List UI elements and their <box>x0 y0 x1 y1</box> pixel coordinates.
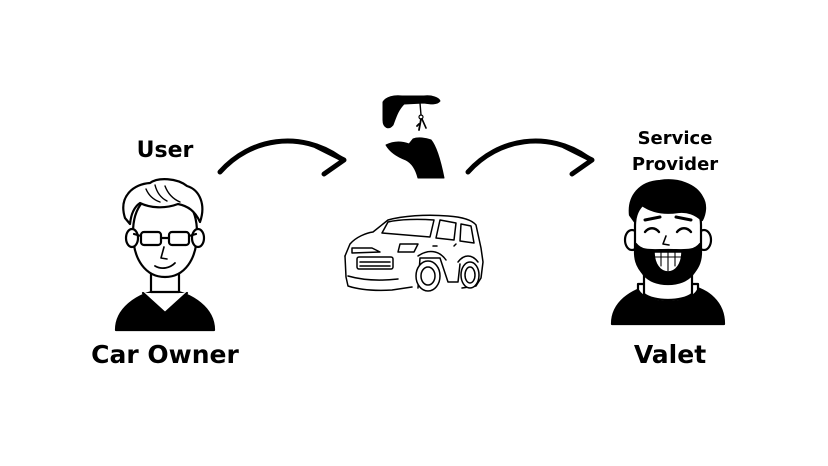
car-owner-label: Car Owner <box>91 340 239 369</box>
car-owner-avatar-icon <box>114 178 216 332</box>
service-provider-line2: Provider <box>631 154 719 175</box>
curved-arrow-icon-right <box>465 138 595 177</box>
user-role-label: User <box>136 138 194 163</box>
service-provider-line1: Service <box>637 128 713 149</box>
key-handover-icon <box>382 95 445 179</box>
suv-car-icon <box>344 214 484 292</box>
valet-avatar-icon <box>610 179 726 326</box>
curved-arrow-icon-left <box>217 138 347 177</box>
valet-label: Valet <box>633 340 707 369</box>
service-provider-label: Service Provider <box>605 126 745 178</box>
